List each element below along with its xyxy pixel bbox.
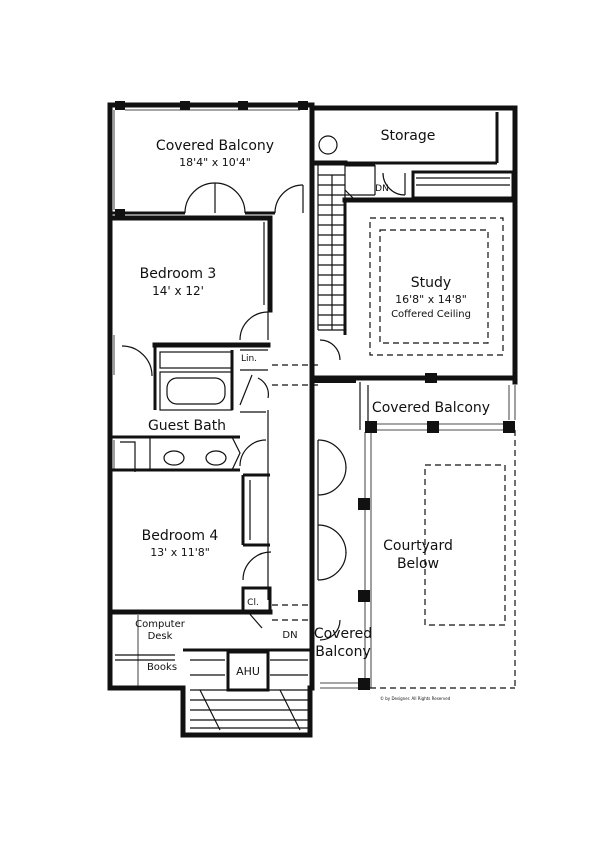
covered-balcony-low xyxy=(317,432,372,690)
study xyxy=(342,197,518,356)
bedroom-3 xyxy=(107,215,273,377)
covered-balcony-mid-name: Covered Balcony xyxy=(372,400,490,416)
study-dims: 16'8" x 14'8" xyxy=(395,293,467,306)
covered-balcony-low-line2: Balcony xyxy=(315,644,371,660)
linen-label: Lin. xyxy=(241,354,257,364)
storage-shelf xyxy=(411,170,515,200)
covered-balcony-low-line1: Covered xyxy=(314,626,372,642)
bedroom-4 xyxy=(107,440,273,615)
computer-desk-line2: Desk xyxy=(148,631,173,642)
bedroom-3-dims: 14' x 12' xyxy=(152,284,204,298)
copyright-note: © by Designer. All Rights Reserved xyxy=(380,696,451,701)
computer-area xyxy=(115,615,310,688)
covered-balcony-mid xyxy=(309,373,518,433)
courtyard-line1: Courtyard xyxy=(383,538,453,554)
covered-balcony-top-dims: 18'4" x 10'4" xyxy=(179,156,251,169)
storage-area xyxy=(309,112,499,166)
exterior-walls xyxy=(107,102,518,738)
guest-bath xyxy=(110,342,271,600)
courtyard xyxy=(370,430,516,689)
closet-label: Cl. xyxy=(247,598,259,608)
study-note: Coffered Ceiling xyxy=(391,309,471,320)
stair-lower xyxy=(190,650,308,731)
closet xyxy=(241,586,272,629)
stair-upper xyxy=(317,163,406,335)
computer-desk-line1: Computer xyxy=(135,619,186,630)
storage-label: Storage xyxy=(381,128,436,144)
covered-balcony-top-name: Covered Balcony xyxy=(156,138,274,154)
courtyard-line2: Below xyxy=(397,556,439,572)
bedroom-4-name: Bedroom 4 xyxy=(142,528,219,544)
stair-lower-dn: DN xyxy=(282,630,297,641)
study-name: Study xyxy=(411,275,451,291)
covered-balcony-top xyxy=(110,101,308,218)
bedroom-4-dims: 13' x 11'8" xyxy=(150,546,210,559)
ahu-label: AHU xyxy=(236,665,260,678)
books-label: Books xyxy=(147,662,177,673)
bedroom-3-name: Bedroom 3 xyxy=(140,266,217,282)
guest-bath-name: Guest Bath xyxy=(148,418,226,434)
hall-partitions xyxy=(272,339,341,691)
stair-upper-dn: DN xyxy=(375,184,389,194)
